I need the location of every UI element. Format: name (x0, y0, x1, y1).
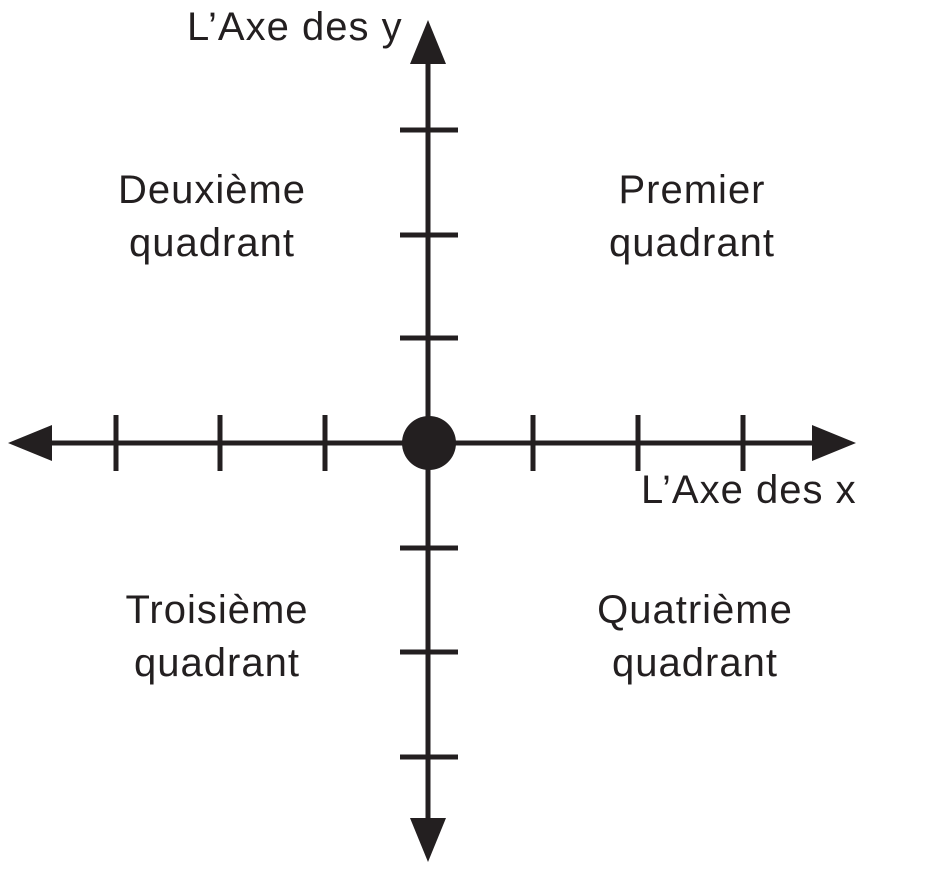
quadrant-label-third: Troisième quadrant (125, 588, 309, 685)
y-axis-label: L’Axe des y (187, 5, 403, 49)
x-axis-label: L’Axe des x (641, 468, 857, 512)
quadrant-label-second: Deuxième quadrant (117, 168, 307, 265)
quadrant-label-first: Premier quadrant (609, 168, 775, 265)
origin-point (402, 416, 456, 470)
y-axis-bottom-arrowhead-icon (410, 818, 446, 862)
x-axis-ticks (113, 415, 746, 471)
quadrant-label-fourth: Quatrième quadrant (597, 588, 793, 685)
y-axis-ticks (400, 127, 458, 760)
y-axis-top-arrowhead-icon (410, 20, 446, 64)
x-axis-left-arrowhead-icon (8, 425, 52, 461)
x-axis-right-arrowhead-icon (812, 425, 856, 461)
